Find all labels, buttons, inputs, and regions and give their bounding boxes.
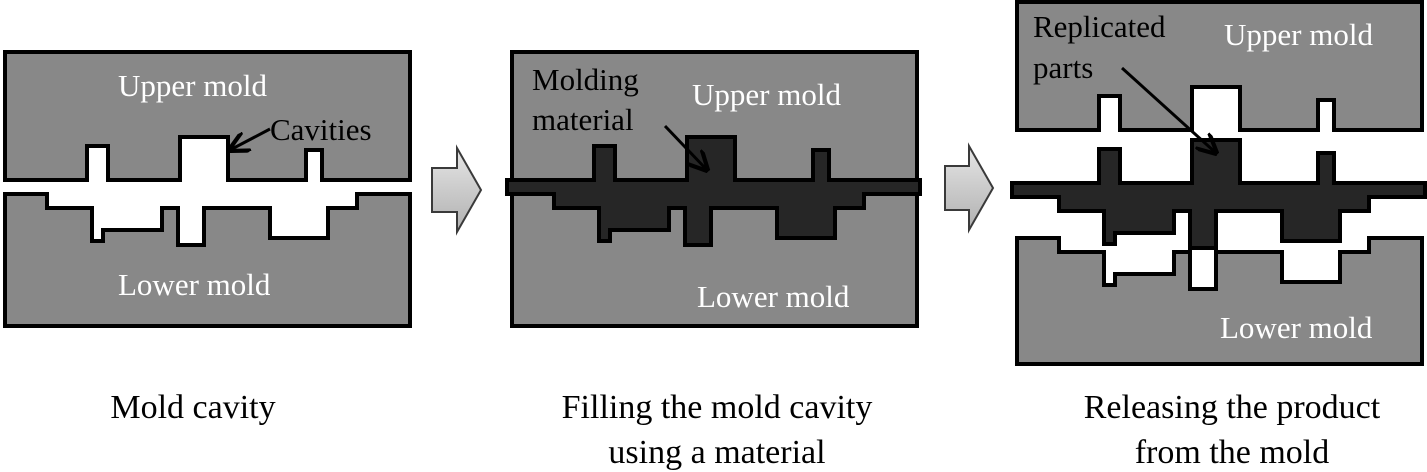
- material-pointer-icon: [663, 124, 707, 170]
- caption-filling-line2: using a material: [608, 434, 825, 471]
- caption-mold-cavity: Mold cavity: [110, 389, 275, 426]
- caption-releasing-line1: Releasing the product: [1084, 389, 1381, 426]
- molding-material-label-line1: Molding: [532, 62, 639, 97]
- panel-filling: Upper mold Lower mold Molding material F…: [505, 50, 922, 471]
- caption-filling-line1: Filling the mold cavity: [562, 389, 873, 426]
- lower-mold-label: Lower mold: [697, 279, 850, 314]
- parts-pointer-icon: [1120, 66, 1216, 153]
- replicated-parts-label-line2: parts: [1033, 50, 1093, 85]
- upper-mold-label: Upper mold: [1224, 17, 1373, 52]
- panel-releasing: Upper mold Lower mold Replicated parts R…: [1010, 0, 1427, 471]
- cavities-pointer-icon: [230, 127, 271, 150]
- cavities-label: Cavities: [270, 112, 372, 147]
- molding-material-label-line2: material: [532, 102, 634, 137]
- upper-mold-label: Upper mold: [692, 77, 841, 112]
- upper-mold-label: Upper mold: [118, 68, 267, 103]
- upper-mold: [1015, 0, 1424, 132]
- right-arrow-icon: [431, 144, 483, 236]
- lower-mold: [1015, 236, 1424, 366]
- right-arrow-icon: [944, 142, 995, 234]
- lower-mold: [3, 192, 412, 328]
- panel-mold-cavity: Upper mold Lower mold Cavities Mold cavi…: [3, 50, 412, 426]
- replicated-parts: [1010, 138, 1427, 250]
- lower-mold-label: Lower mold: [118, 267, 271, 302]
- lower-mold-label: Lower mold: [1220, 310, 1373, 345]
- replicated-parts-label-line1: Replicated: [1033, 9, 1166, 44]
- caption-releasing-line2: from the mold: [1135, 434, 1330, 471]
